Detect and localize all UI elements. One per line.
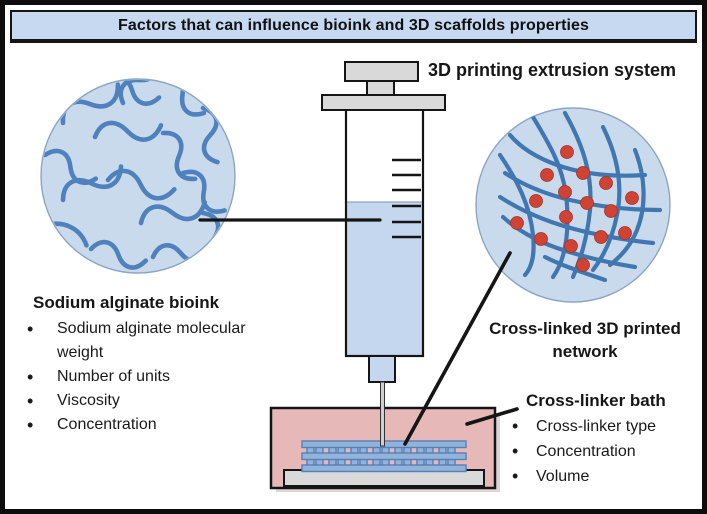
nozzle — [368, 355, 396, 383]
needle — [380, 381, 385, 447]
plunger-thumb-rest — [344, 61, 419, 82]
network-to-scaffold-line — [403, 251, 512, 446]
list-item: Concentration — [508, 439, 702, 464]
sodium-bioink-block: Sodium alginate bioink Sodium alginate m… — [21, 293, 257, 437]
sodium-bioink-heading: Sodium alginate bioink — [33, 293, 220, 312]
plunger-stem — [366, 80, 395, 96]
list-item: Sodium alginate molecular weight — [21, 317, 257, 365]
crosslinked-network-label: Cross-linked 3D printed network — [489, 319, 681, 361]
list-item: Number of units — [21, 365, 257, 389]
graduation-ticks — [392, 158, 421, 239]
print-platform — [283, 469, 485, 487]
connector-lines — [198, 218, 519, 446]
list-item: Volume — [508, 464, 702, 489]
barrel-flange — [321, 94, 446, 111]
crosslinker-bath-block: Cross-linker bath Cross-linker type Conc… — [508, 391, 702, 489]
list-item: Concentration — [21, 413, 257, 437]
sodium-alginate-chains-icon — [40, 78, 236, 274]
crosslinker-bath-list: Cross-linker type Concentration Volume — [508, 414, 702, 489]
figure-title-bar: Factors that can influence bioink and 3D… — [10, 10, 697, 43]
list-item: Viscosity — [21, 389, 257, 413]
diagram-canvas — [40, 61, 671, 492]
crosslink-junction-dots — [510, 145, 639, 272]
crosslinker-bath-icon — [269, 406, 500, 492]
extrusion-system-label: 3D printing extrusion system — [428, 60, 677, 80]
crosslinker-bath-heading: Cross-linker bath — [526, 391, 666, 410]
figure-title: Factors that can influence bioink and 3D… — [117, 16, 590, 34]
crosslinked-network-icon — [475, 107, 671, 303]
syringe-icon — [321, 61, 446, 447]
bath-to-label-line — [465, 407, 519, 426]
sodium-bioink-list: Sodium alginate molecular weight Number … — [21, 317, 257, 437]
list-item: Cross-linker type — [508, 414, 702, 439]
